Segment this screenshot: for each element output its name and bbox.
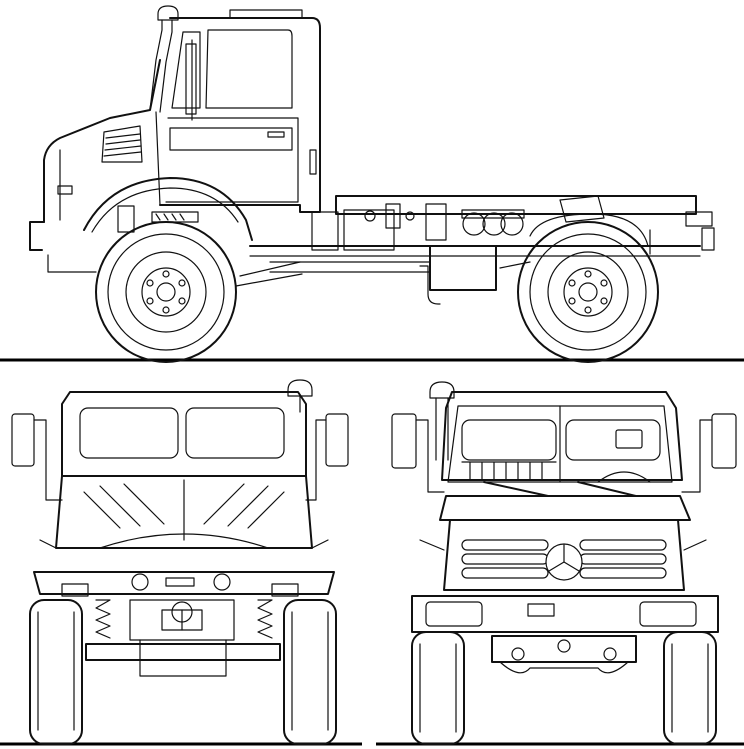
- plate-light: [165, 577, 195, 587]
- fuel-tank: [429, 245, 497, 291]
- side-mirror: [185, 43, 197, 115]
- rear-ribs: [83, 479, 285, 541]
- roof-vent: [229, 9, 303, 19]
- rear-fender: [529, 195, 715, 255]
- front-axle: [491, 635, 637, 674]
- headrest: [615, 429, 643, 449]
- side-window: [205, 29, 293, 109]
- door-quarter-window: [171, 31, 201, 109]
- front-tire-right: [663, 631, 717, 745]
- front-fender: [29, 177, 253, 273]
- rear-view: [0, 379, 362, 746]
- mirror-right-front: [711, 413, 737, 469]
- front-hood: [439, 495, 691, 521]
- hood: [43, 59, 161, 223]
- front-view: [376, 381, 744, 746]
- drivetrain: [311, 203, 447, 251]
- front-suspension: [117, 205, 199, 233]
- rear-tire-left: [29, 599, 83, 745]
- tow-plate: [527, 603, 555, 617]
- rear-tire-right: [283, 599, 337, 745]
- rear-cab-roof: [61, 391, 307, 477]
- chassis-frame: [249, 195, 701, 273]
- headlight-left: [425, 601, 483, 627]
- air-tanks: [461, 209, 525, 236]
- rear-beacon: [287, 379, 313, 397]
- rear-window-left: [79, 407, 179, 459]
- cab-grab-handle: [309, 149, 317, 175]
- mirror-right-rear: [325, 413, 349, 467]
- headlight-right: [639, 601, 697, 627]
- front-indicator: [57, 185, 73, 195]
- star-emblem-icon: [545, 543, 583, 581]
- front-wheel: [95, 221, 237, 363]
- rear-bumper: [33, 571, 335, 595]
- windshield: [447, 405, 673, 483]
- rear-wheel: [517, 221, 659, 363]
- steering-wheel: [597, 471, 651, 483]
- front-tire-left: [411, 631, 465, 745]
- front-axle-link: [235, 261, 303, 287]
- hood-vent: [101, 125, 143, 163]
- tail-light-right: [271, 583, 299, 597]
- rear-hitch: [129, 599, 235, 641]
- rear-axle: [85, 643, 281, 661]
- fuel-filler: [419, 265, 441, 305]
- rear-axle-link: [499, 261, 531, 269]
- front-cab: [441, 391, 683, 481]
- rear-window-right: [185, 407, 285, 459]
- cab: [159, 17, 321, 213]
- wiper-left: [483, 481, 549, 497]
- mirror-left-rear: [11, 413, 35, 467]
- air-intake-snorkel: [149, 5, 179, 113]
- mirror-left-front: [391, 413, 417, 469]
- tail-light-left: [61, 583, 89, 597]
- door-handle: [267, 131, 285, 138]
- wiper-right: [577, 481, 637, 497]
- side-view: [0, 5, 744, 363]
- grille-block: [443, 519, 685, 591]
- front-bumper: [411, 595, 719, 633]
- rear-springs: [95, 599, 273, 639]
